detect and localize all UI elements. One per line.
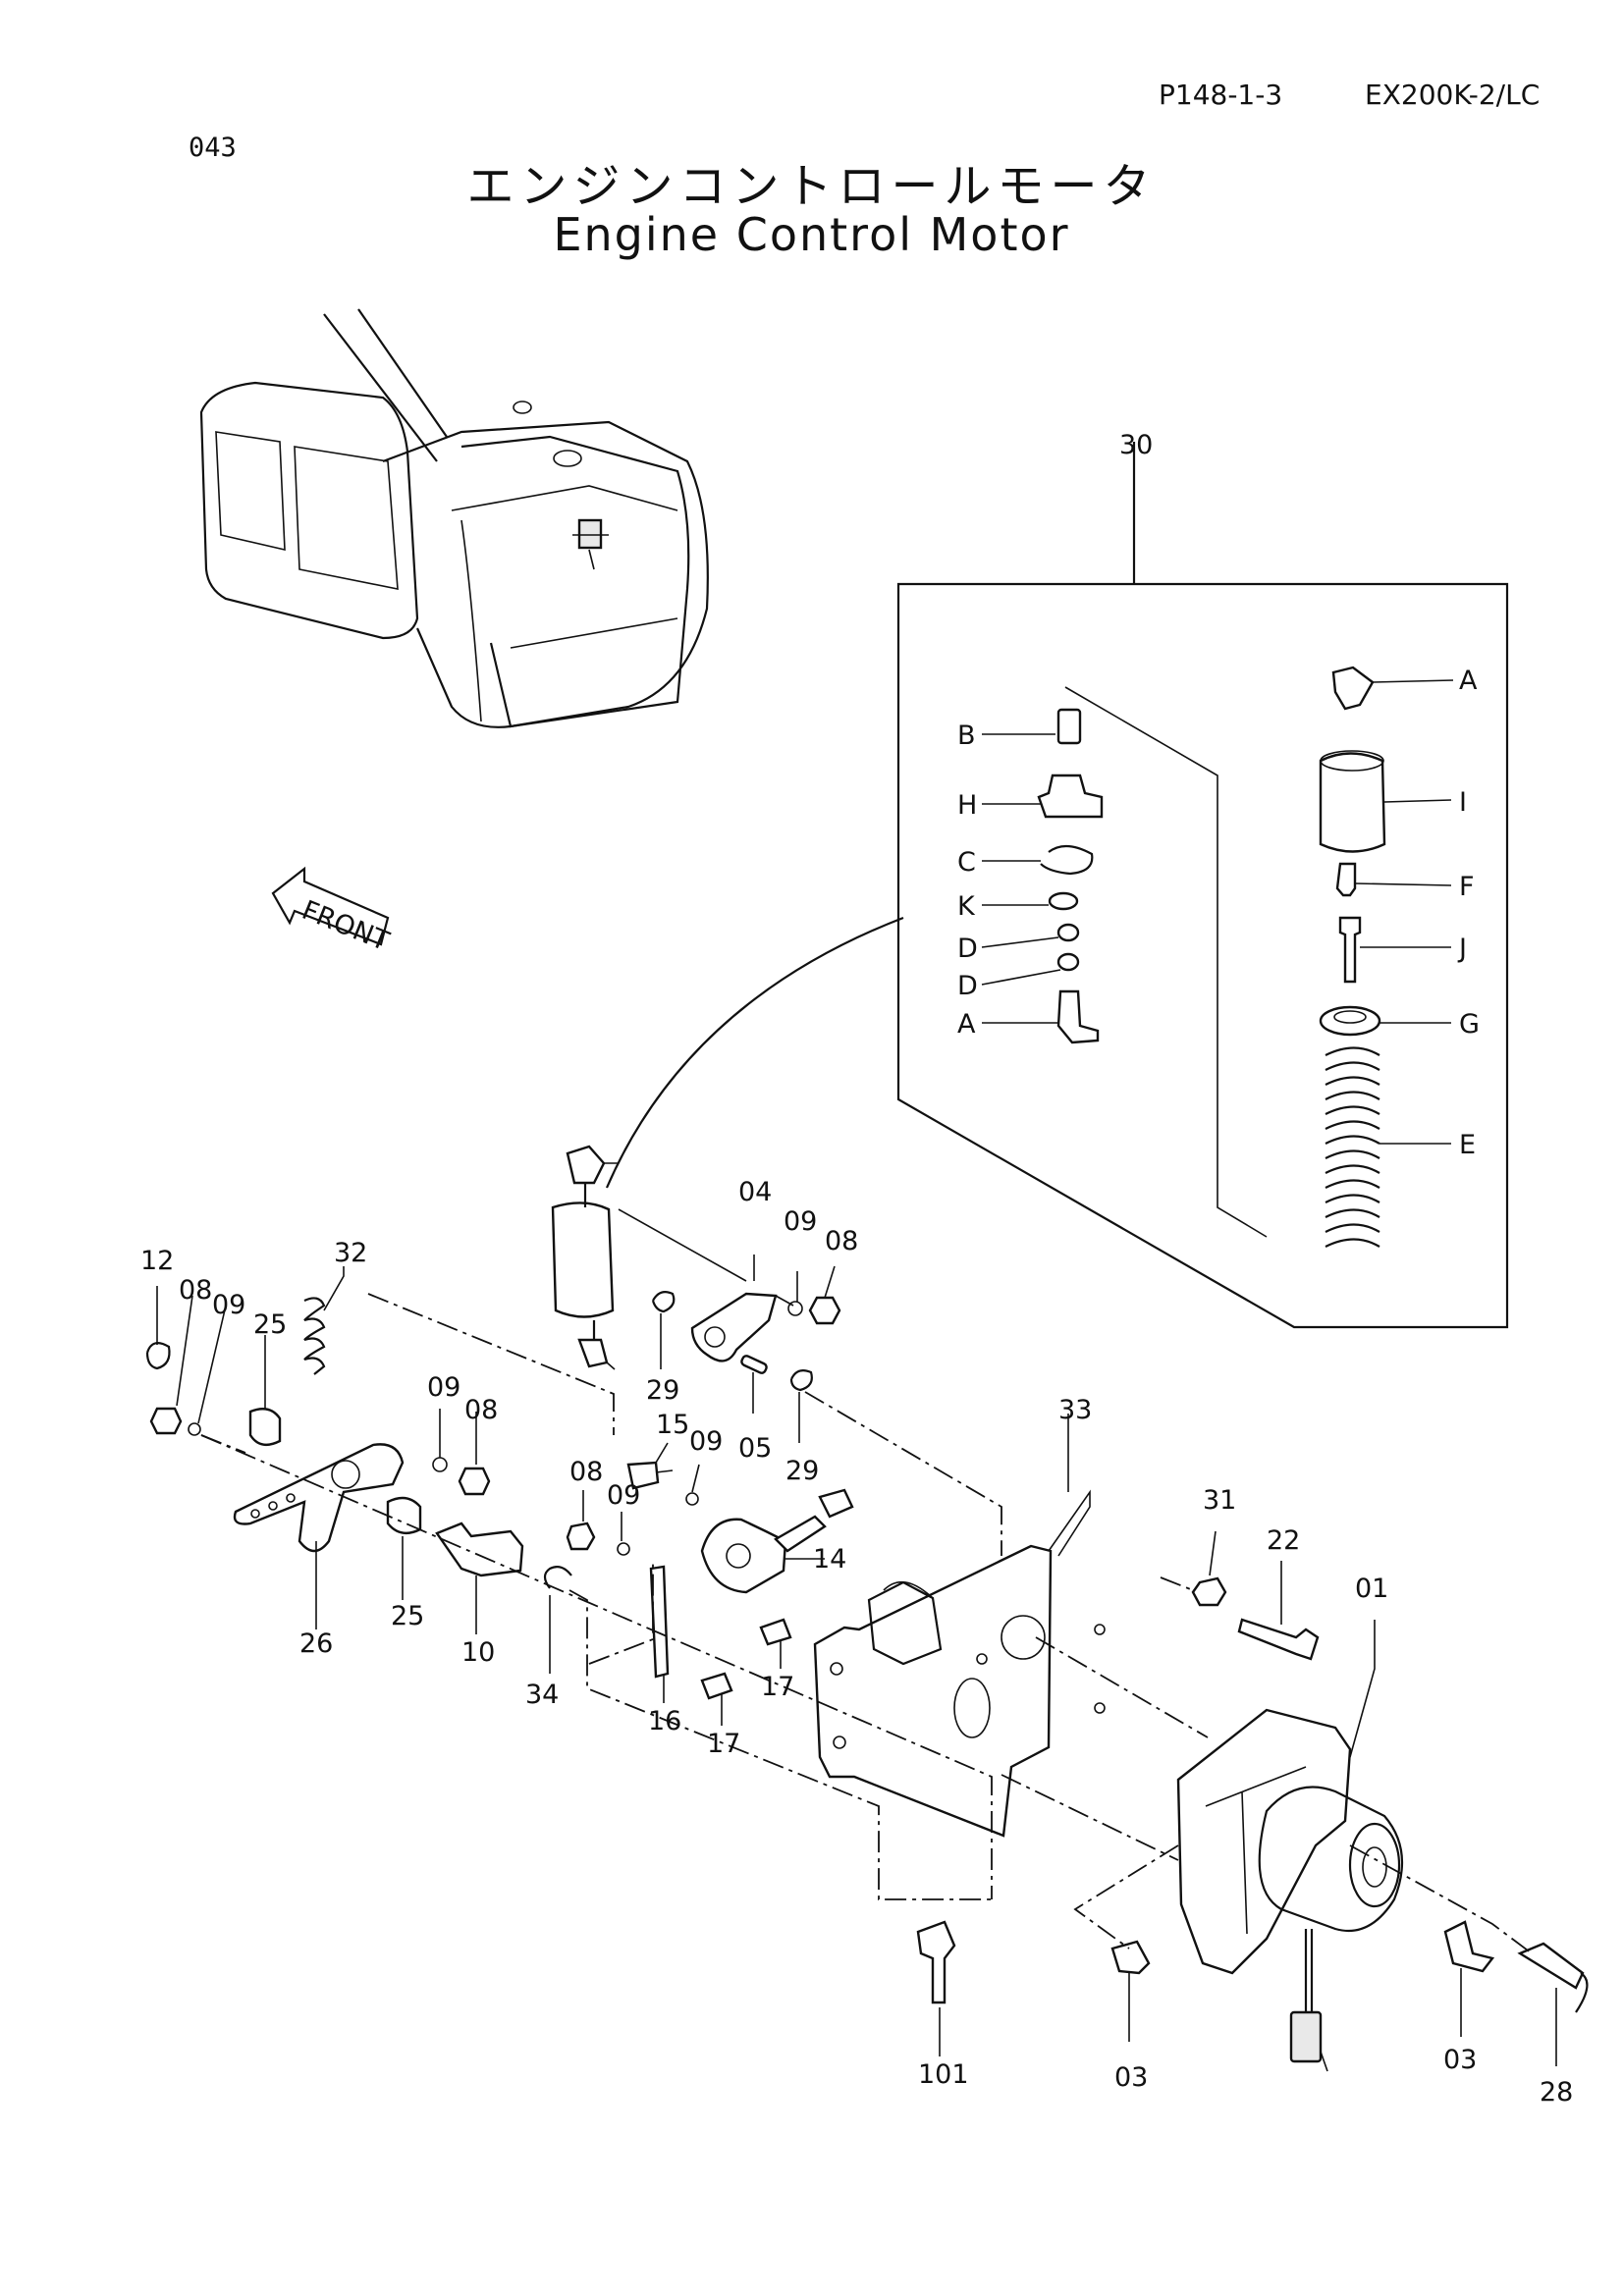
callout-14: 14 bbox=[813, 1544, 846, 1575]
callout-17-b: 17 bbox=[707, 1729, 740, 1759]
page-title-english: Engine Control Motor bbox=[553, 208, 1070, 261]
callout-d-2: D bbox=[957, 971, 978, 1001]
callout-30: 30 bbox=[1119, 430, 1153, 460]
callout-labels: 30 A B H I C F K D J D A G E 04 09 08 12… bbox=[140, 430, 1573, 2108]
callout-17-a: 17 bbox=[761, 1672, 794, 1702]
callout-k: K bbox=[957, 891, 976, 922]
callout-c: C bbox=[957, 847, 976, 878]
actuator-rod-body bbox=[551, 1201, 615, 1318]
callout-29-b: 29 bbox=[785, 1456, 819, 1486]
kit-30-box bbox=[605, 442, 1509, 1329]
main-assembly bbox=[145, 1145, 1589, 2072]
callout-28: 28 bbox=[1540, 2077, 1573, 2108]
part-a-ball-joint-upper bbox=[1331, 666, 1375, 711]
callout-26: 26 bbox=[299, 1629, 333, 1659]
kit-parts bbox=[981, 666, 1454, 1248]
model-code: EX200K-2/LC bbox=[1365, 79, 1541, 111]
callout-10: 10 bbox=[461, 1637, 495, 1668]
callout-25-b: 25 bbox=[391, 1601, 424, 1631]
callout-05: 05 bbox=[738, 1433, 772, 1464]
page-number: 043 bbox=[189, 133, 237, 163]
callout-09-a: 09 bbox=[784, 1206, 817, 1237]
callout-b: B bbox=[957, 721, 976, 751]
page-title-japanese: エンジンコントロールモータ bbox=[466, 159, 1157, 214]
callout-12: 12 bbox=[140, 1246, 174, 1276]
callout-31: 31 bbox=[1203, 1485, 1236, 1516]
part-h-cap bbox=[1037, 774, 1104, 819]
callout-08-c: 08 bbox=[464, 1395, 498, 1425]
front-label: FRONT bbox=[298, 895, 394, 957]
engine-control-motor-01 bbox=[1176, 1708, 1352, 1975]
callout-01: 01 bbox=[1355, 1574, 1388, 1604]
callout-e: E bbox=[1459, 1130, 1476, 1160]
part-e-spring bbox=[1325, 1046, 1380, 1248]
part-a-ball-joint bbox=[1056, 989, 1100, 1044]
lever-26 bbox=[233, 1443, 405, 1553]
callout-g: G bbox=[1459, 1009, 1480, 1040]
part-f-pin bbox=[1335, 862, 1357, 897]
front-direction-arrow: FRONT bbox=[271, 866, 394, 957]
callout-08-b: 08 bbox=[179, 1275, 212, 1306]
part-k-washer bbox=[1048, 891, 1079, 911]
callout-09-e: 09 bbox=[607, 1480, 640, 1511]
callout-25-a: 25 bbox=[253, 1309, 287, 1340]
callout-15: 15 bbox=[656, 1410, 689, 1440]
bracket-33 bbox=[813, 1544, 1053, 1838]
bolt-22 bbox=[1237, 1618, 1320, 1661]
part-d-nut-2 bbox=[1056, 952, 1080, 972]
sensor-14 bbox=[700, 1518, 787, 1594]
callout-03-left: 03 bbox=[1114, 2062, 1148, 2093]
bolt-101 bbox=[916, 1920, 956, 2004]
callout-09-c: 09 bbox=[427, 1372, 460, 1403]
callout-08-a: 08 bbox=[825, 1226, 858, 1256]
part-i-cover bbox=[1319, 752, 1386, 853]
callout-a-upper: A bbox=[1459, 666, 1478, 696]
lever-04 bbox=[690, 1292, 778, 1362]
callout-d-1: D bbox=[957, 934, 978, 964]
part-c-snap-ring bbox=[1040, 844, 1094, 876]
callout-22: 22 bbox=[1267, 1525, 1300, 1556]
callout-09-d: 09 bbox=[689, 1426, 723, 1457]
callout-j: J bbox=[1457, 934, 1467, 964]
callout-29-a: 29 bbox=[646, 1375, 679, 1406]
callout-34: 34 bbox=[525, 1680, 559, 1710]
part-j-rod bbox=[1338, 916, 1362, 984]
page-reference: P148-1-3 bbox=[1159, 79, 1283, 111]
callout-a-lower: A bbox=[957, 1009, 976, 1040]
callout-33: 33 bbox=[1058, 1395, 1092, 1425]
shaft-10 bbox=[435, 1522, 524, 1577]
callout-32: 32 bbox=[334, 1238, 367, 1268]
bracket-03-right bbox=[1443, 1920, 1495, 1973]
callout-04: 04 bbox=[738, 1177, 772, 1207]
callout-i: I bbox=[1459, 787, 1467, 818]
motor-connector bbox=[1289, 2010, 1323, 2063]
callout-f: F bbox=[1459, 872, 1475, 902]
callout-03-right: 03 bbox=[1443, 2045, 1477, 2075]
excavator-illustration bbox=[199, 308, 709, 728]
part-b-bushing bbox=[1056, 708, 1082, 745]
callout-09-b: 09 bbox=[212, 1290, 245, 1320]
plate-16 bbox=[649, 1565, 670, 1679]
bracket-03-left bbox=[1110, 1940, 1151, 1975]
cable-28 bbox=[1517, 1942, 1585, 1990]
callout-101: 101 bbox=[918, 2059, 969, 2090]
callout-16: 16 bbox=[648, 1706, 681, 1736]
part-d-nut bbox=[1056, 923, 1080, 942]
callout-08-d: 08 bbox=[569, 1457, 603, 1487]
callout-h: H bbox=[957, 790, 977, 821]
